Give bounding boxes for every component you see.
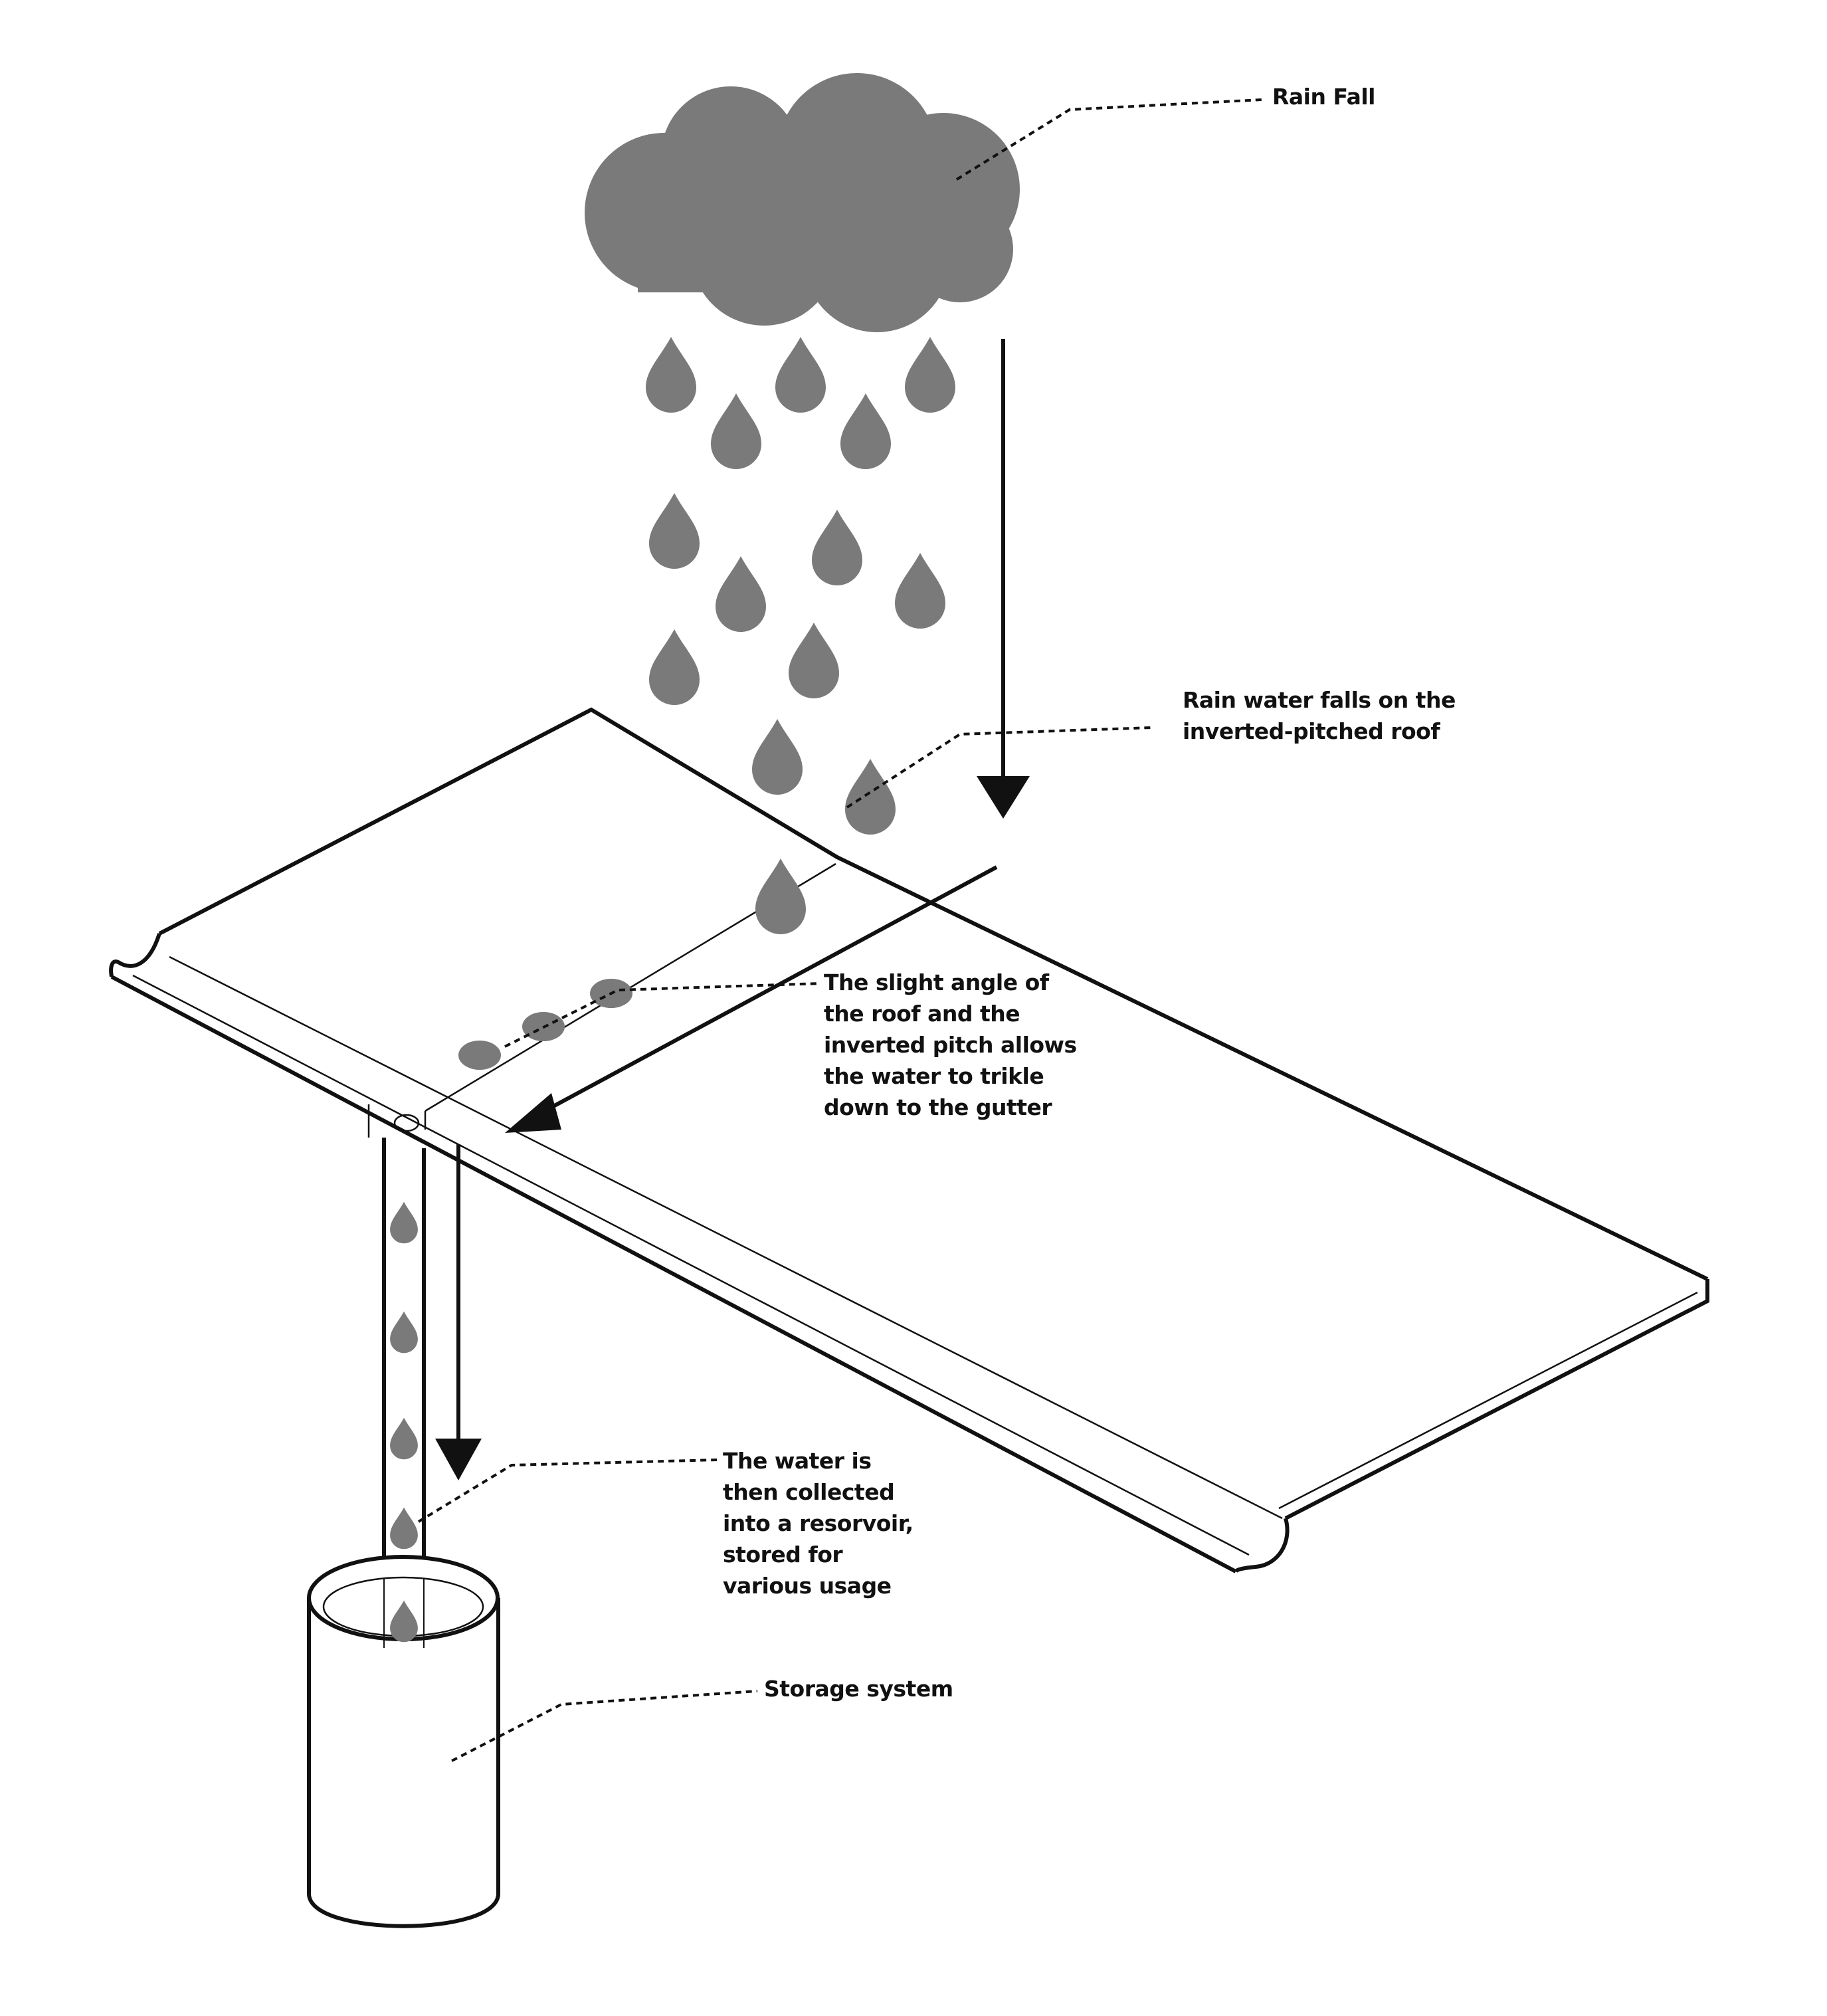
label-storage-text: Storage system	[764, 1676, 953, 1702]
raindrop-icon	[390, 1311, 418, 1354]
leader-collect	[417, 1459, 718, 1523]
label-angle: The slight angle of the roof and the inv…	[824, 967, 1077, 1123]
label-rain-fall: Rain Fall	[1272, 81, 1375, 112]
arrow-to-gutter	[505, 865, 998, 1133]
raindrop-icon	[711, 393, 761, 469]
raindrop-icon	[812, 510, 862, 585]
raindrop-icon	[895, 553, 945, 629]
label-angle-line: down to the gutter	[824, 1094, 1052, 1120]
leader-lines	[417, 98, 1263, 1762]
label-storage: Storage system	[764, 1673, 953, 1704]
label-angle-line: the water to trikle	[824, 1063, 1044, 1089]
raindrop-icon	[840, 393, 891, 469]
raindrop-icon	[752, 719, 803, 795]
raindrop-icon	[789, 623, 839, 698]
raindrop-icon	[905, 337, 955, 413]
label-collect: The water is then collected into a resor…	[723, 1445, 914, 1601]
inverted-pitched-roof	[109, 707, 1709, 1573]
label-collect-line: various usage	[723, 1573, 892, 1599]
raindrop-icon	[775, 337, 826, 413]
rain-cloud-icon	[585, 73, 1020, 332]
raindrop-icon	[646, 337, 696, 413]
raindrop-icon	[649, 629, 700, 705]
label-angle-line: the roof and the	[824, 1001, 1020, 1027]
leader-roof	[846, 726, 1153, 809]
label-roof-line: Rain water falls on the	[1183, 687, 1456, 713]
label-angle-line: The slight angle of	[824, 969, 1049, 995]
label-angle-line: inverted pitch allows	[824, 1032, 1077, 1058]
label-collect-line: The water is	[723, 1448, 872, 1474]
raindrop-icon	[390, 1201, 418, 1244]
raindrop-icon	[716, 556, 766, 632]
label-roof: Rain water falls on the inverted-pitched…	[1183, 684, 1456, 747]
raindrop-icon	[845, 759, 896, 835]
raindrop-icon	[649, 493, 700, 569]
arrow-down-icon	[435, 1144, 482, 1480]
label-roof-line: inverted-pitched roof	[1183, 718, 1440, 744]
raindrop-icon	[390, 1417, 418, 1460]
storage-tank	[307, 1555, 500, 1928]
leader-rain-fall	[955, 98, 1263, 181]
label-collect-line: into a resorvoir,	[723, 1510, 914, 1536]
arrow-down-icon	[977, 339, 1030, 819]
label-collect-line: then collected	[723, 1479, 895, 1505]
label-rain-fall-text: Rain Fall	[1272, 84, 1375, 110]
label-collect-line: stored for	[723, 1542, 843, 1567]
raindrop-icon	[458, 1041, 501, 1070]
raindrop-icon	[390, 1507, 418, 1550]
